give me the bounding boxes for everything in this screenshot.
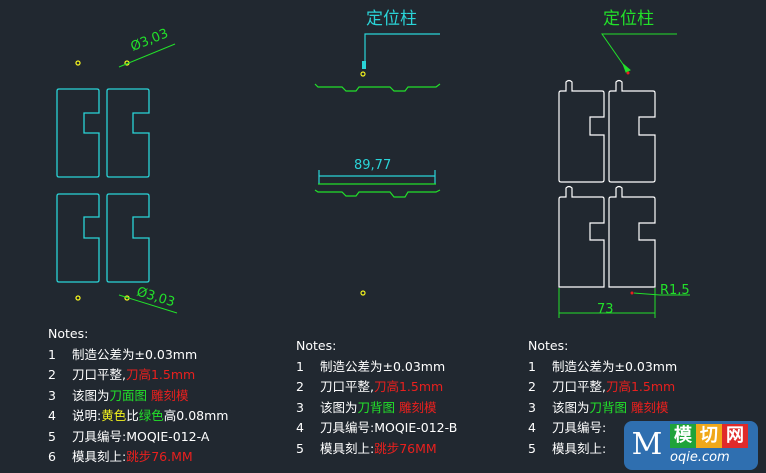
locating-pin-label: 定位柱	[603, 9, 654, 29]
dimension-leader	[118, 43, 176, 68]
leader-line	[601, 33, 677, 71]
locating-hole	[75, 295, 81, 301]
locating-hole	[360, 290, 366, 296]
radius-leader	[633, 292, 690, 296]
leader-line	[364, 33, 440, 68]
piece-outline	[558, 185, 605, 288]
locating-pin-label: 定位柱	[366, 9, 417, 29]
watermark-logo: M 模 切 网 oqie.com	[624, 421, 758, 470]
radius-marker	[630, 291, 634, 295]
width-dimension-label: 73	[597, 302, 614, 317]
leader-arrow	[622, 63, 631, 73]
locating-hole	[75, 60, 81, 66]
width-dimension-label: 89,77	[354, 158, 392, 173]
middle-side-view	[314, 33, 441, 296]
leader-arrow	[362, 61, 366, 69]
piece-outline	[608, 185, 656, 288]
piece-outline	[608, 79, 656, 183]
radius-label: R1,5	[660, 283, 690, 298]
piece-outline	[106, 193, 150, 283]
piece-outline	[56, 193, 100, 283]
watermark-chinese: 模 切 网	[670, 424, 748, 448]
piece-outline	[106, 88, 150, 178]
profile-line	[314, 83, 441, 92]
pin-marker	[626, 71, 630, 75]
watermark-m: M	[631, 427, 663, 462]
notes-title: Notes:	[296, 338, 337, 353]
right-back-view	[558, 79, 656, 288]
watermark-domain: oqie.com	[670, 450, 730, 465]
piece-outline	[558, 79, 605, 183]
locating-hole	[360, 71, 366, 77]
notes-title: Notes:	[48, 326, 89, 341]
dimension-line	[318, 170, 436, 184]
profile-line	[314, 183, 441, 198]
dimension-line	[558, 288, 656, 318]
left-front-view	[56, 88, 150, 283]
piece-outline	[56, 88, 100, 178]
notes-title: Notes:	[528, 338, 569, 353]
dimension-leader	[118, 294, 178, 314]
